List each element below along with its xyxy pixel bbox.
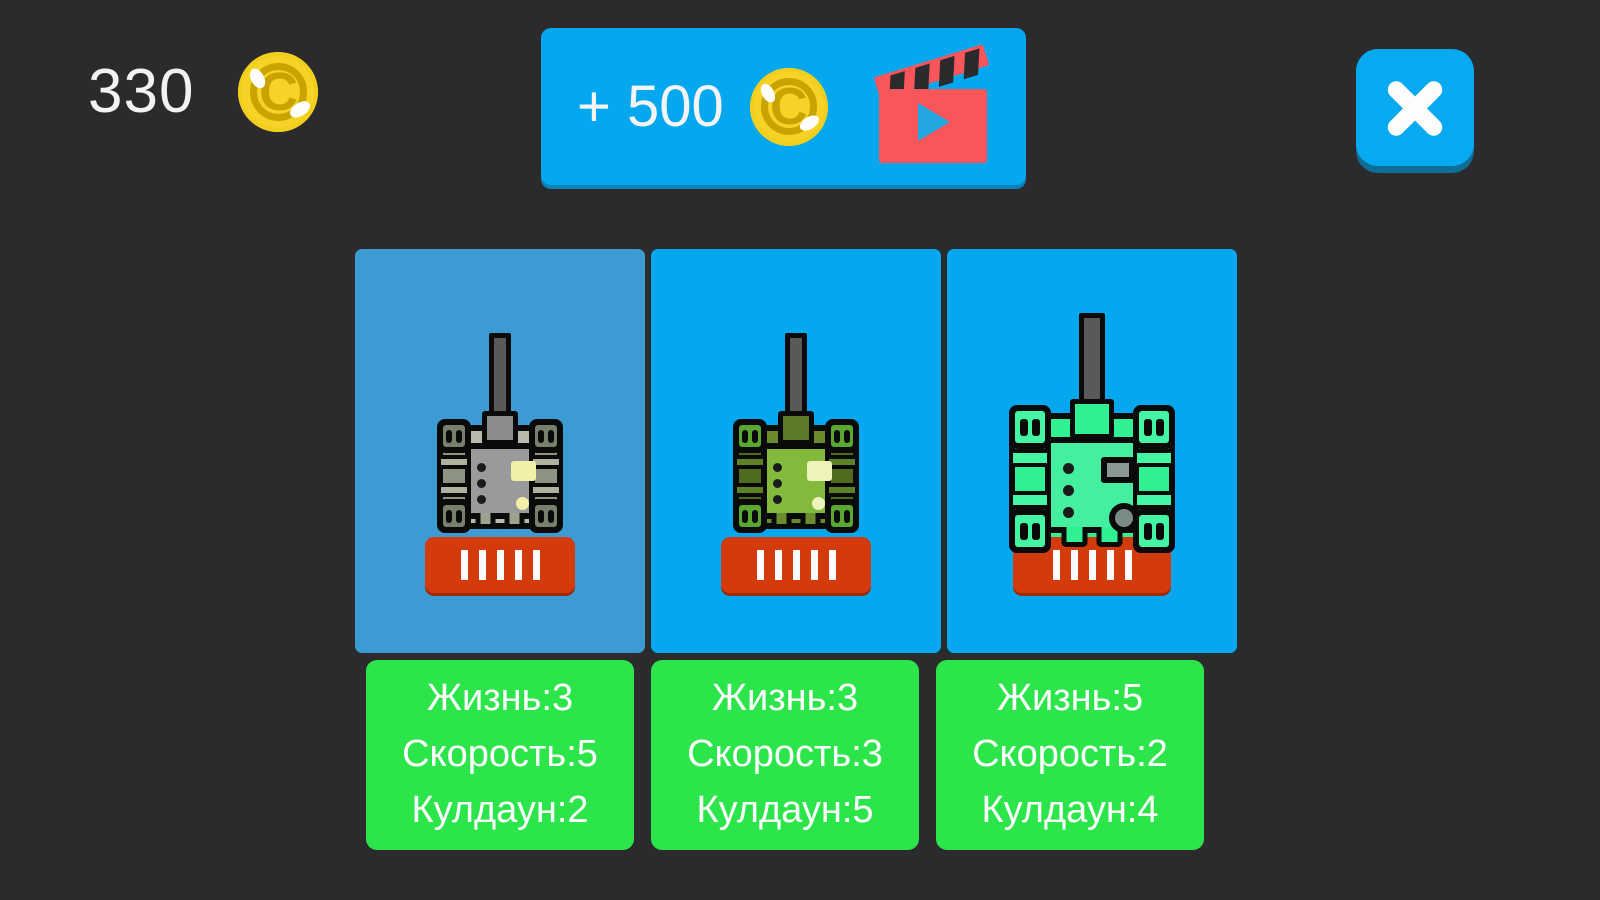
play-triangle-icon xyxy=(917,102,950,141)
stat-health: Жизнь:5 xyxy=(996,677,1144,720)
coin-letter: C xyxy=(258,62,298,122)
stat-speed: Скорость:3 xyxy=(687,733,883,776)
reward-amount-label: + 500 xyxy=(577,73,724,139)
coin-ring xyxy=(249,63,308,121)
watch-ad-reward-button[interactable]: + 500 C xyxy=(541,28,1026,185)
stat-cooldown: Кулдаун:2 xyxy=(411,788,589,831)
coin-balance-amount: 330 xyxy=(88,57,195,126)
coin-ring xyxy=(760,78,817,135)
price-button[interactable] xyxy=(425,537,575,593)
coin-icon: C xyxy=(749,67,828,146)
tank-stats-3: Жизнь:5 Скорость:2 Кулдаун:4 xyxy=(936,660,1204,850)
clapperboard-icon xyxy=(873,43,992,163)
coin-letter: C xyxy=(769,77,808,136)
coin-balance: 330 C xyxy=(88,52,319,132)
green-tank-sprite xyxy=(733,333,859,533)
tank-card-list xyxy=(355,249,1239,653)
stat-cooldown: Кулдаун:5 xyxy=(696,788,874,831)
tank-sprite-wrap xyxy=(355,249,645,653)
coin-icon: C xyxy=(238,52,319,132)
gray-tank-sprite xyxy=(437,333,563,533)
tank-card-1[interactable] xyxy=(355,249,645,653)
close-button[interactable] xyxy=(1356,49,1474,166)
spring-green-tank-sprite xyxy=(1009,313,1175,553)
price-button[interactable] xyxy=(721,537,871,593)
stat-health: Жизнь:3 xyxy=(426,677,574,720)
tank-card-2[interactable] xyxy=(651,249,941,653)
tank-stats-1: Жизнь:3 Скорость:5 Кулдаун:2 xyxy=(366,660,634,850)
tank-card-3[interactable] xyxy=(947,249,1237,653)
stat-cooldown: Кулдаун:4 xyxy=(981,788,1159,831)
tank-stats-list: Жизнь:3 Скорость:5 Кулдаун:2 Жизнь:3 Ско… xyxy=(366,660,1246,850)
stat-health: Жизнь:3 xyxy=(711,677,859,720)
tank-sprite-wrap xyxy=(651,249,941,653)
stat-speed: Скорость:2 xyxy=(972,733,1168,776)
tank-stats-2: Жизнь:3 Скорость:3 Кулдаун:5 xyxy=(651,660,919,850)
stat-speed: Скорость:5 xyxy=(402,733,598,776)
tank-sprite-wrap xyxy=(947,249,1237,653)
